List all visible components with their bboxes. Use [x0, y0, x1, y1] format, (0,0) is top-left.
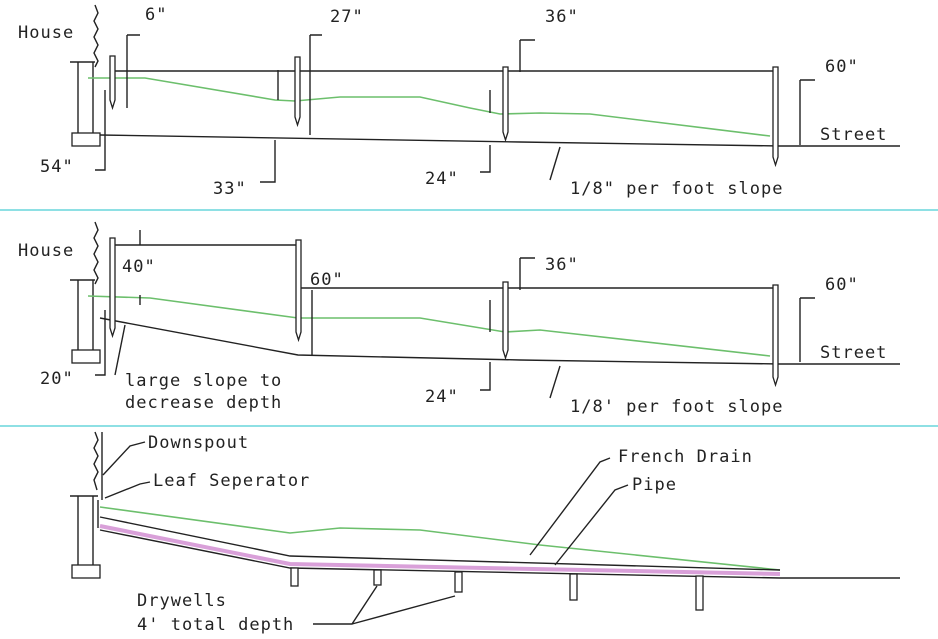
panel-regraded: House 40" 60" 36" 60" 20" 24" Street lar… — [18, 221, 900, 417]
foundation — [70, 495, 99, 565]
dim-label: 40" — [122, 257, 156, 277]
foundation — [70, 61, 95, 133]
stakes — [109, 237, 779, 388]
panel-original-grade: House 6" 27" 36" 60" 54" 33" 24" Street … — [18, 4, 900, 199]
dim-label: 20" — [40, 369, 74, 389]
downspout — [93, 431, 103, 500]
dim-label: 60" — [825, 57, 859, 77]
panel-french-drain: Downspout Leaf Seperator French Drain Pi… — [70, 431, 900, 635]
dim-label: 36" — [545, 7, 579, 27]
house-wall — [93, 221, 99, 285]
dim-label: 27" — [330, 7, 364, 27]
drywells-label: Drywells — [137, 591, 227, 611]
ground-line — [87, 295, 771, 357]
dim-label: 33" — [213, 179, 247, 199]
drywells — [290, 567, 704, 611]
large-slope-label: large slope to — [125, 371, 282, 391]
footing — [71, 349, 101, 364]
ground-line — [88, 77, 771, 137]
slope-label: 1/8' per foot slope — [570, 397, 783, 417]
dim-label: 24" — [425, 387, 459, 407]
pipe-label: Pipe — [632, 475, 677, 495]
slope-label: 1/8" per foot slope — [570, 179, 783, 199]
ground-line — [99, 506, 781, 571]
dim-label: 60" — [825, 275, 859, 295]
dim-label: 54" — [40, 157, 74, 177]
house-label: House — [18, 241, 74, 261]
large-slope-label: decrease depth — [125, 393, 282, 413]
trench-bottom — [99, 529, 781, 579]
leaf-separator-label: Leaf Seperator — [153, 471, 310, 491]
dim-label: 36" — [545, 255, 579, 275]
trench-bottom — [99, 317, 900, 365]
dim-label: 24" — [425, 169, 459, 189]
dimension-leaders — [95, 34, 815, 183]
trench-top — [99, 516, 781, 571]
street-label: Street — [820, 343, 887, 363]
house-label: House — [18, 23, 74, 43]
stakes — [109, 55, 779, 168]
drain-pipe — [99, 524, 781, 576]
dim-label: 6" — [145, 5, 167, 25]
level-line — [110, 244, 775, 289]
footing — [71, 132, 101, 147]
downspout-label: Downspout — [148, 433, 249, 453]
house-wall — [93, 4, 99, 68]
foundation — [70, 279, 95, 350]
dim-label: 60" — [310, 270, 344, 290]
drywells-depth-label: 4' total depth — [137, 615, 294, 635]
street-label: Street — [820, 125, 887, 145]
callout-leaders — [102, 441, 629, 625]
french-drain-label: French Drain — [618, 447, 753, 467]
dimension-leaders — [95, 230, 815, 399]
footing — [71, 564, 101, 579]
trench-bottom — [99, 134, 900, 147]
